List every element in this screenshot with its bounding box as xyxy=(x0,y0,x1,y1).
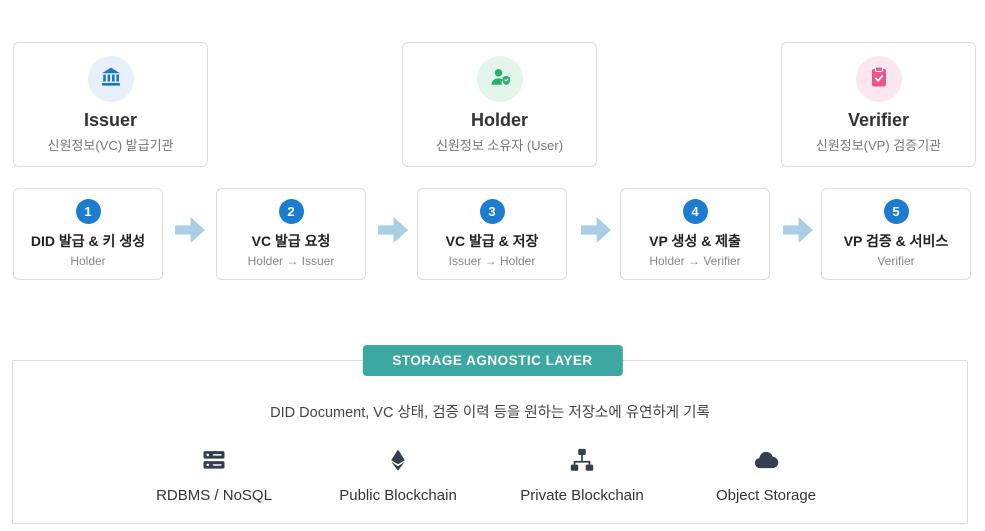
step-card-5: 5 VP 검증 & 서비스 Verifier xyxy=(821,188,971,280)
actor-card-issuer: Issuer 신원정보(VC) 발급기관 xyxy=(13,42,208,167)
step-subtitle: Issuer → Holder xyxy=(448,254,536,268)
flow-arrow-icon xyxy=(783,217,813,243)
step-card-2: 2 VC 발급 요청 Holder → Issuer xyxy=(216,188,366,280)
step-title: VP 생성 & 제출 xyxy=(649,233,741,249)
step-title: VC 발급 요청 xyxy=(251,233,331,249)
actor-card-verifier: Verifier 신원정보(VP) 검증기관 xyxy=(781,42,976,167)
storage-option-label: Private Blockchain xyxy=(520,487,644,504)
actor-name: Holder xyxy=(470,110,528,130)
holder-icon-circle xyxy=(476,56,523,102)
storage-option-private-blockchain: Private Blockchain xyxy=(490,444,674,504)
flow-arrow-icon xyxy=(581,217,611,243)
storage-option-public-blockchain: Public Blockchain xyxy=(306,444,490,504)
ethereum-icon xyxy=(386,444,410,476)
issuer-icon-circle xyxy=(87,56,134,102)
person-shield-icon xyxy=(488,65,512,94)
step-subtitle: Holder → Verifier xyxy=(649,254,741,268)
actor-desc: 신원정보 소유자 (User) xyxy=(435,138,564,153)
actor-card-holder: Holder 신원정보 소유자 (User) xyxy=(402,42,597,167)
flow-arrow-icon xyxy=(175,217,205,243)
storage-layer-badge: STORAGE AGNOSTIC LAYER xyxy=(362,345,623,376)
step-number-badge: 4 xyxy=(682,199,708,224)
step-card-4: 4 VP 생성 & 제출 Holder → Verifier xyxy=(620,188,770,280)
clipboard-check-icon xyxy=(867,65,891,94)
step-number-badge: 5 xyxy=(883,199,909,224)
flow-arrow-icon xyxy=(378,217,408,243)
verifier-icon-circle xyxy=(855,56,902,102)
step-title: DID 발급 & 키 생성 xyxy=(30,233,146,249)
storage-option-object-storage: Object Storage xyxy=(674,444,858,504)
step-number-badge: 2 xyxy=(278,199,304,224)
server-database-icon xyxy=(199,444,229,476)
step-card-3: 3 VC 발급 & 저장 Issuer → Holder xyxy=(417,188,567,280)
step-title: VP 검증 & 서비스 xyxy=(843,233,949,249)
cloud-icon xyxy=(750,444,782,476)
step-subtitle: Holder xyxy=(70,254,106,268)
actor-desc: 신원정보(VP) 검증기관 xyxy=(815,138,942,153)
step-number-badge: 3 xyxy=(479,199,505,224)
storage-option-rdbms: RDBMS / NoSQL xyxy=(122,444,306,504)
actor-name: Verifier xyxy=(847,110,910,130)
step-number-badge: 1 xyxy=(75,199,101,224)
storage-option-label: Object Storage xyxy=(715,487,817,504)
storage-description: DID Document, VC 상태, 검증 이력 등을 원하는 저장소에 유… xyxy=(270,405,710,421)
storage-option-label: Public Blockchain xyxy=(339,487,457,504)
actor-name: Issuer xyxy=(83,110,138,130)
storage-options-row: RDBMS / NoSQL Public Blockchain xyxy=(122,444,858,504)
storage-layer-panel: DID Document, VC 상태, 검증 이력 등을 원하는 저장소에 유… xyxy=(12,360,968,524)
step-title: VC 발급 & 저장 xyxy=(445,233,539,249)
step-subtitle: Holder → Issuer xyxy=(247,254,335,268)
step-subtitle: Verifier xyxy=(877,254,915,268)
actor-desc: 신원정보(VC) 발급기관 xyxy=(47,138,174,153)
sitemap-network-icon xyxy=(567,444,597,476)
storage-option-label: RDBMS / NoSQL xyxy=(156,487,272,504)
step-card-1: 1 DID 발급 & 키 생성 Holder xyxy=(13,188,163,280)
bank-icon xyxy=(99,65,123,94)
